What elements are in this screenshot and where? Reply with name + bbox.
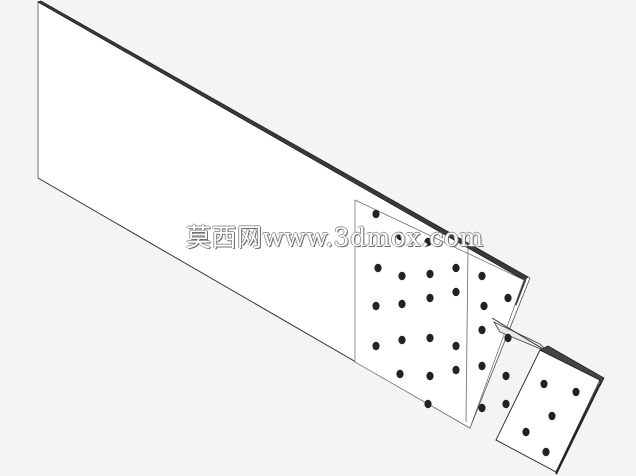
nail-hole <box>372 341 380 351</box>
watermark-text: 莫西网www.3dmox.com <box>186 223 484 252</box>
nail-hole <box>452 341 460 351</box>
nail-hole <box>478 361 486 371</box>
nail-hole <box>452 287 460 297</box>
nail-hole <box>398 271 406 281</box>
nail-hole <box>424 399 432 409</box>
nail-hole <box>426 333 434 343</box>
nail-hole <box>478 325 486 335</box>
nail-hole <box>452 263 460 273</box>
nail-hole <box>478 271 486 281</box>
nail-hole <box>398 299 406 309</box>
nail-hole <box>372 301 380 311</box>
nail-hole <box>372 209 380 219</box>
nail-hole <box>426 293 434 303</box>
nail-hole <box>398 335 406 345</box>
beam-top-edge <box>37 0 529 281</box>
nail-hole <box>374 263 382 273</box>
hanger-side-line <box>491 317 549 353</box>
nail-hole <box>540 379 548 389</box>
hanger-seat-edge <box>539 345 605 387</box>
nail-hole <box>426 269 434 279</box>
nail-hole <box>504 293 512 303</box>
nail-hole <box>480 301 488 311</box>
nail-hole <box>572 387 580 397</box>
nail-holes <box>372 209 580 457</box>
nail-hole <box>424 237 432 247</box>
nail-hole <box>504 333 512 343</box>
nail-hole <box>502 371 510 381</box>
nail-hole <box>522 427 530 437</box>
nail-hole <box>542 447 550 457</box>
nail-hole <box>502 399 510 409</box>
nail-hole <box>452 365 460 375</box>
nail-hole <box>396 231 404 241</box>
nail-hole <box>548 411 556 421</box>
nail-hole <box>396 369 404 379</box>
nail-hole <box>426 371 434 381</box>
hanger-bend-line <box>465 247 469 423</box>
hanger-seat-right-edge <box>555 383 601 475</box>
nail-hole <box>478 403 486 413</box>
